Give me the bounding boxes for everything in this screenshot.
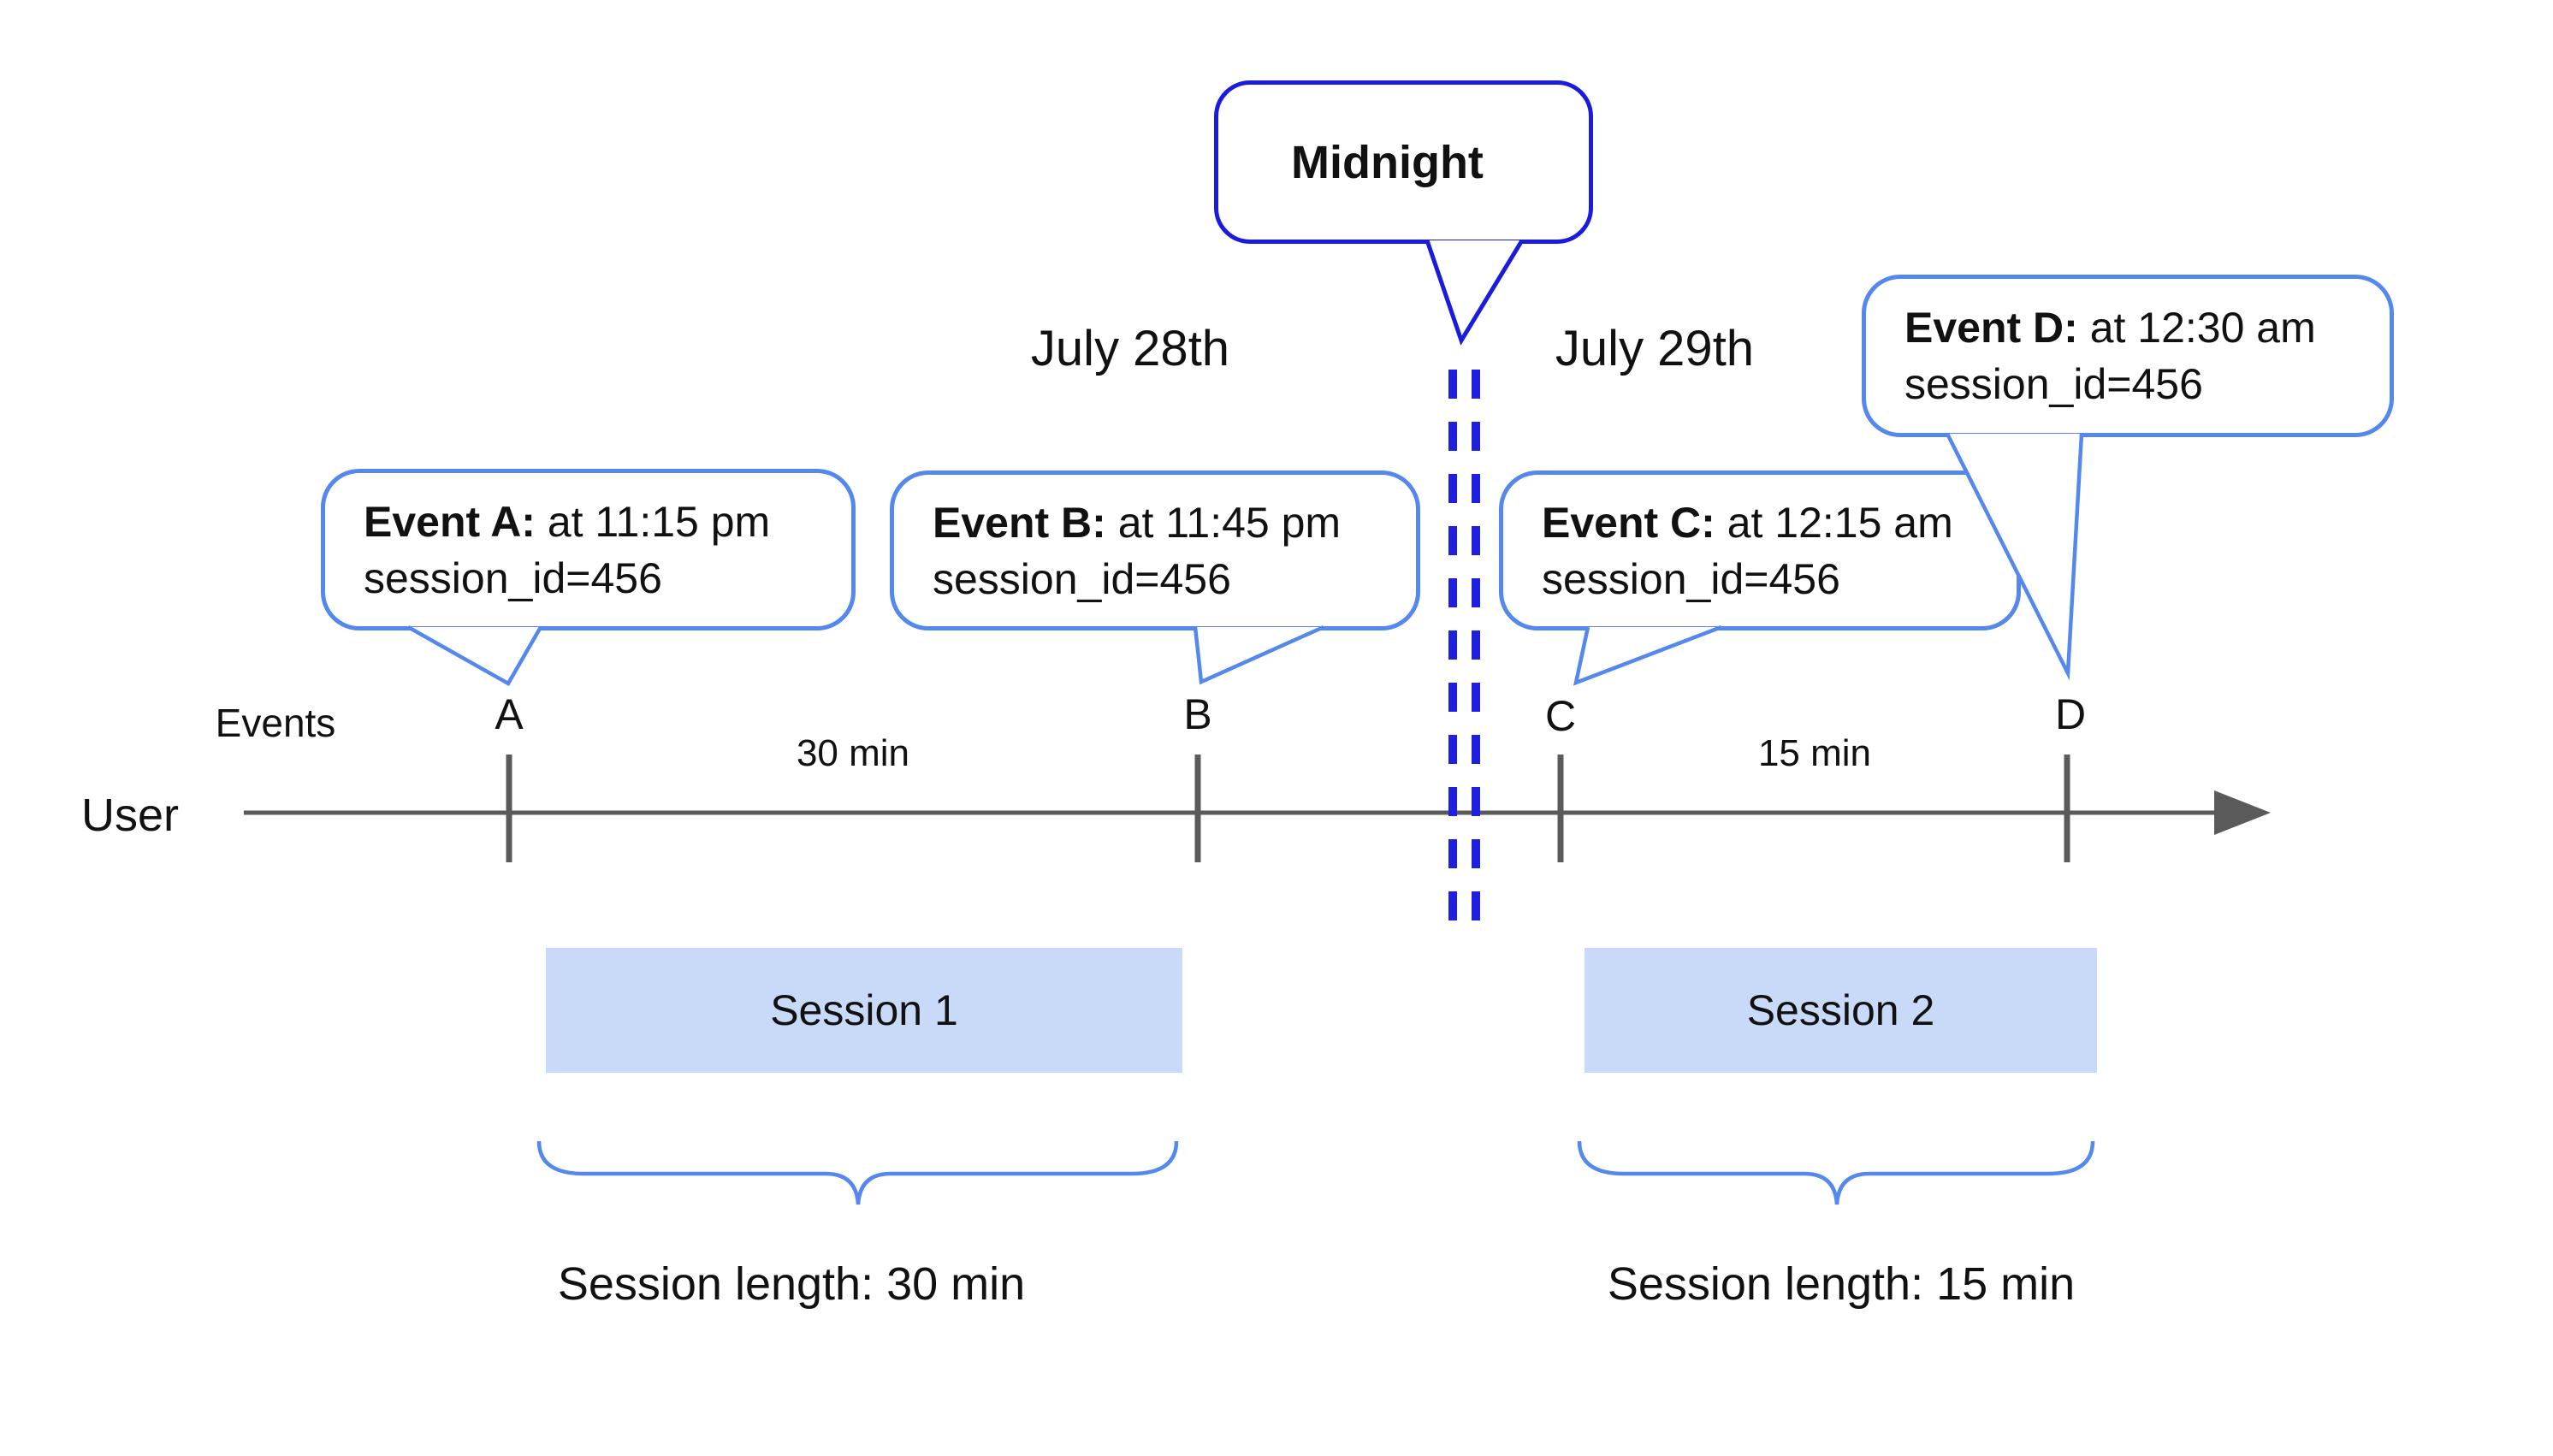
timeline-arrowhead-icon <box>2214 790 2271 835</box>
events-row-label: Events <box>215 701 336 745</box>
date-label-july-28: July 28th <box>1030 321 1230 376</box>
event-a-callout-time: at 11:15 pm <box>535 497 771 546</box>
user-row-label: User <box>81 790 180 841</box>
event-marker-b: B <box>1183 690 1212 738</box>
date-label-july-29: July 29th <box>1555 321 1755 376</box>
event-a-callout: Event A: at 11:15 pm session_id=456 <box>321 469 856 630</box>
event-a-callout-line2: session_id=456 <box>364 553 662 602</box>
event-b-callout-title: Event B: <box>933 498 1106 547</box>
event-c-callout-time: at 12:15 am <box>1715 498 1953 547</box>
event-c-callout: Event C: at 12:15 am session_id=456 <box>1499 471 2021 630</box>
session-2-brace <box>1577 1140 2095 1205</box>
session-1-box: Session 1 <box>546 948 1182 1073</box>
gap-label-15min: 15 min <box>1757 732 1872 774</box>
event-c-callout-line1: Event C: at 12:15 am <box>1542 494 2005 551</box>
session-1-brace <box>536 1140 1179 1205</box>
event-b-callout-line2: session_id=456 <box>933 554 1231 603</box>
session-1-length-label: Session length: 30 min <box>557 1258 1026 1310</box>
session-2-box: Session 2 <box>1585 948 2097 1073</box>
event-c-callout-tail <box>1573 624 1722 686</box>
event-b-callout-tail <box>1193 624 1324 685</box>
event-d-callout-line1: Event D: at 12:30 am <box>1904 299 2378 356</box>
event-a-callout-title: Event A: <box>364 497 536 546</box>
event-marker-d: D <box>2054 690 2087 738</box>
event-c-callout-title: Event C: <box>1542 498 1715 547</box>
midnight-callout-tail <box>1425 239 1525 346</box>
midnight-callout-text: Midnight <box>1291 136 1484 188</box>
event-b-callout: Event B: at 11:45 pm session_id=456 <box>890 471 1420 630</box>
event-d-callout-title: Event D: <box>1904 304 2078 352</box>
event-b-callout-time: at 11:45 pm <box>1105 498 1342 547</box>
midnight-callout: Midnight <box>1214 80 1593 244</box>
event-a-callout-line1: Event A: at 11:15 pm <box>364 494 839 550</box>
event-marker-a: A <box>495 690 524 738</box>
event-d-callout-time: at 12:30 am <box>2077 304 2316 352</box>
event-a-callout-tail <box>406 625 542 687</box>
event-marker-c: C <box>1544 692 1577 740</box>
event-d-callout: Event D: at 12:30 am session_id=456 <box>1862 275 2394 437</box>
session-1-label: Session 1 <box>770 986 958 1034</box>
session-2-label: Session 2 <box>1746 986 1935 1034</box>
event-b-callout-line1: Event B: at 11:45 pm <box>933 494 1404 551</box>
event-c-callout-line2: session_id=456 <box>1542 554 1840 603</box>
gap-label-30min: 30 min <box>796 732 910 774</box>
session-2-length-label: Session length: 15 min <box>1607 1258 2076 1310</box>
event-d-callout-line2: session_id=456 <box>1904 360 2203 408</box>
